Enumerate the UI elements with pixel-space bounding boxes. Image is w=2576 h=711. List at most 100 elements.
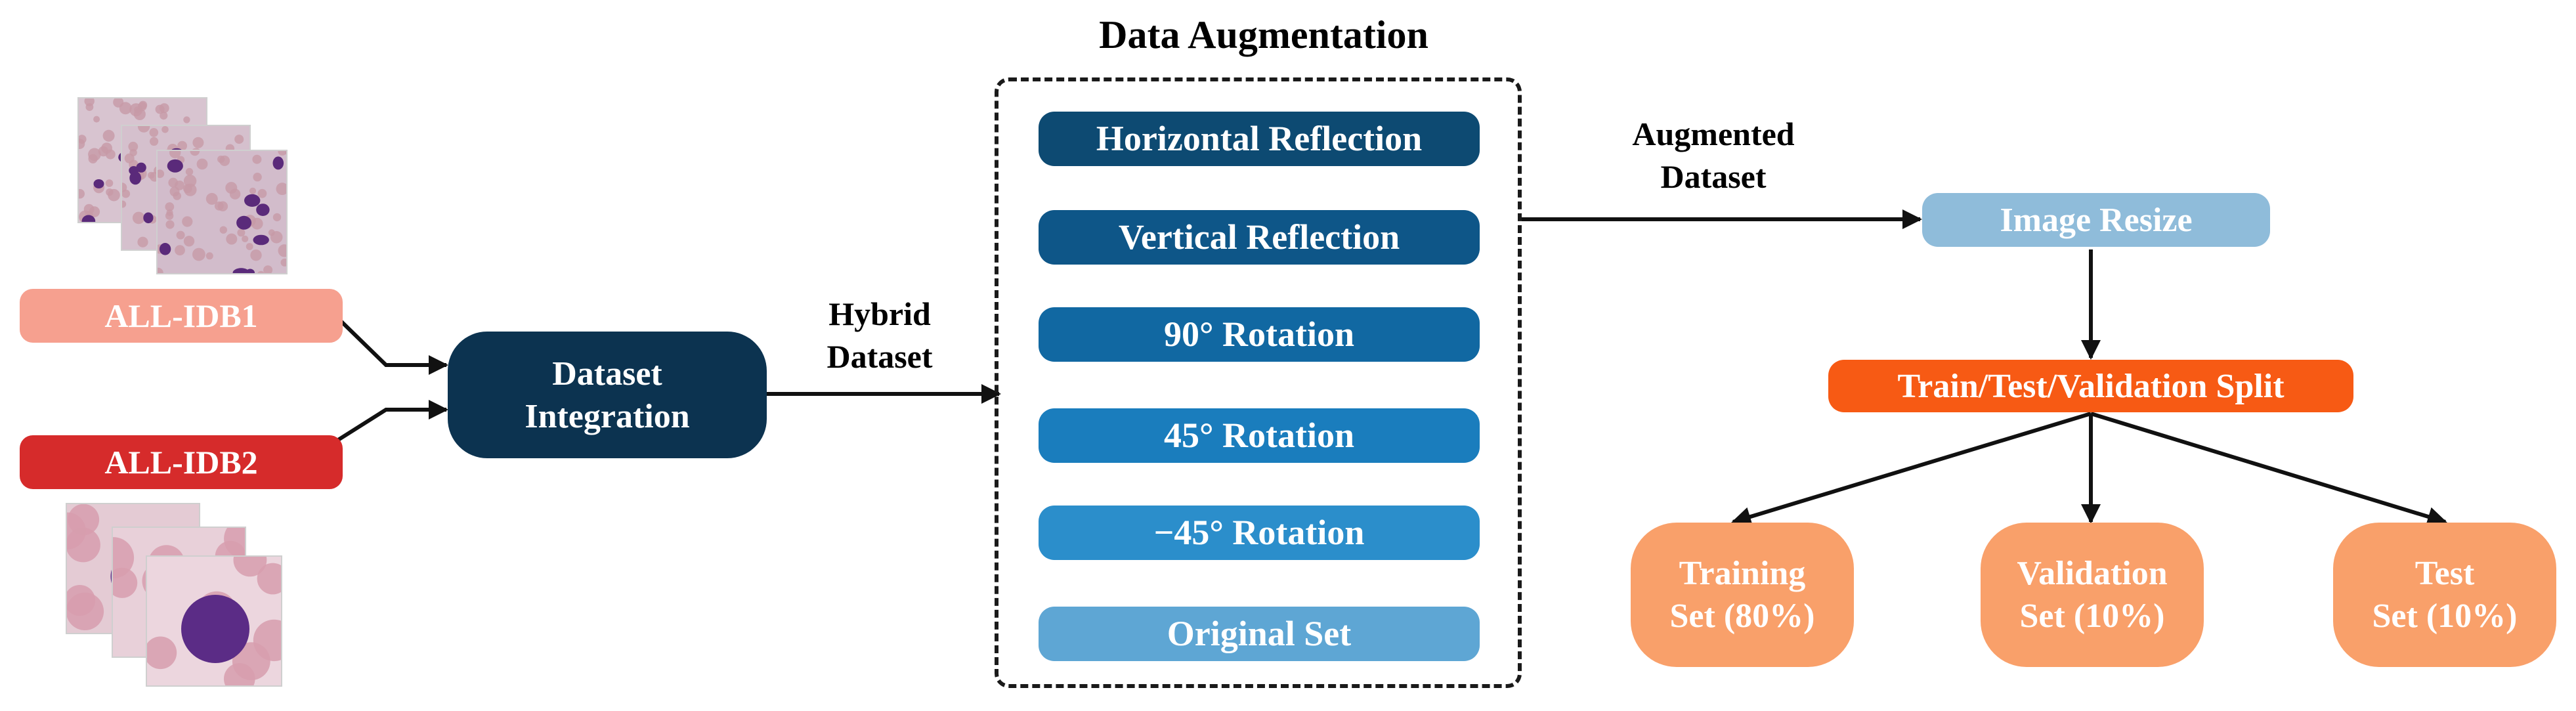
red-cell (278, 151, 286, 156)
red-cell (102, 129, 115, 142)
aug-item-label: −45° Rotation (1153, 512, 1365, 552)
aug-item-label: 45° Rotation (1163, 415, 1355, 455)
arrow-idb1-to-integration (334, 314, 448, 375)
split-label: Train/Test/Validation Split (1897, 367, 2285, 405)
red-cell (89, 206, 100, 217)
stained-cell (159, 243, 171, 255)
aug-item-label: Vertical Reflection (1118, 217, 1400, 257)
integration-box: Dataset Integration (448, 332, 767, 458)
lymphoblast-cell (181, 595, 249, 663)
red-cell (177, 140, 187, 151)
red-cell (183, 116, 190, 123)
test-line1: Test (2415, 555, 2475, 592)
red-cell (233, 557, 267, 577)
red-cell (108, 188, 120, 202)
red-cell (169, 151, 181, 159)
red-cell (190, 151, 200, 156)
training-set-box: Training Set (80%) (1631, 523, 1854, 667)
red-cell (183, 236, 195, 247)
aug-item-vertical-reflection: Vertical Reflection (1039, 210, 1480, 265)
red-cell (93, 116, 100, 123)
red-cell (175, 245, 185, 256)
red-cell (249, 187, 257, 194)
red-cell (148, 171, 155, 179)
integration-line1: Dataset (552, 355, 662, 393)
red-cell (137, 102, 147, 112)
image-resize-label: Image Resize (2000, 201, 2193, 239)
red-cell (268, 229, 275, 236)
stained-cell (272, 156, 284, 170)
red-cell (226, 233, 238, 245)
augmented-line2: Dataset (1660, 158, 1767, 195)
red-cell (155, 104, 165, 114)
red-cell (165, 220, 175, 229)
split-box: Train/Test/Validation Split (1828, 360, 2353, 412)
red-cell (225, 182, 238, 194)
stained-cell (129, 171, 142, 185)
red-cell (165, 202, 175, 211)
red-cell (147, 636, 177, 670)
red-cell (67, 527, 100, 563)
red-cell (257, 270, 265, 273)
augmented-dataset-label: Augmented Dataset (1602, 113, 1825, 198)
red-cell (161, 126, 169, 133)
red-cell (278, 244, 286, 257)
red-cell (79, 188, 85, 199)
stained-cell (167, 159, 183, 173)
integration-line2: Integration (525, 397, 690, 435)
idb1-label: ALL-IDB1 (104, 297, 258, 334)
red-cell (176, 230, 185, 240)
aug-item-horizontal-reflection: Horizontal Reflection (1039, 112, 1480, 166)
red-cell (113, 98, 124, 108)
red-cell (242, 235, 249, 242)
red-cell (85, 103, 94, 111)
red-cell (124, 153, 135, 163)
red-cell (214, 201, 224, 211)
red-cell (257, 563, 281, 595)
red-cell (158, 169, 165, 179)
red-cell (205, 192, 218, 205)
red-cell (192, 248, 205, 261)
test-set-box: Test Set (10%) (2333, 523, 2556, 667)
aug-item-label: 90° Rotation (1163, 314, 1355, 354)
arrow-idb2-to-integration (335, 400, 448, 443)
red-cell (276, 183, 286, 196)
idb1-thumb-3 (156, 150, 288, 274)
red-cell (183, 175, 197, 188)
red-cell (192, 137, 204, 148)
hybrid-dataset-label: Hybrid Dataset (794, 293, 965, 378)
red-cell (182, 216, 193, 227)
red-cell (263, 265, 273, 273)
validation-set-box: Validation Set (10%) (1981, 523, 2204, 667)
red-cell (132, 211, 145, 225)
stained-cell (253, 234, 269, 246)
red-cell (185, 167, 194, 176)
idb2-label: ALL-IDB2 (104, 443, 258, 481)
aug-item-original-set: Original Set (1039, 607, 1480, 661)
red-cell (205, 252, 213, 260)
red-cell (257, 188, 267, 198)
red-cell (105, 179, 114, 187)
arrow-split-to-training (1731, 412, 2092, 527)
idb1-box: ALL-IDB1 (20, 289, 343, 343)
test-line2: Set (10%) (2372, 597, 2518, 635)
red-cell (252, 154, 262, 164)
red-cell (79, 139, 85, 149)
red-cell (253, 619, 281, 662)
red-cell (137, 236, 148, 248)
aug-item-90-rotation: 90° Rotation (1039, 307, 1480, 362)
red-cell (234, 135, 244, 144)
idb2-image-stack (66, 503, 289, 693)
red-cell (280, 258, 286, 267)
red-cell (217, 156, 225, 163)
red-cell (173, 192, 181, 200)
training-line1: Training (1679, 555, 1806, 592)
red-cell (150, 137, 159, 146)
idb2-box: ALL-IDB2 (20, 435, 343, 489)
stained-cell (236, 215, 252, 230)
red-cell (133, 108, 146, 120)
red-cell (272, 213, 282, 222)
red-cell (224, 663, 255, 685)
stained-cell (143, 212, 154, 224)
